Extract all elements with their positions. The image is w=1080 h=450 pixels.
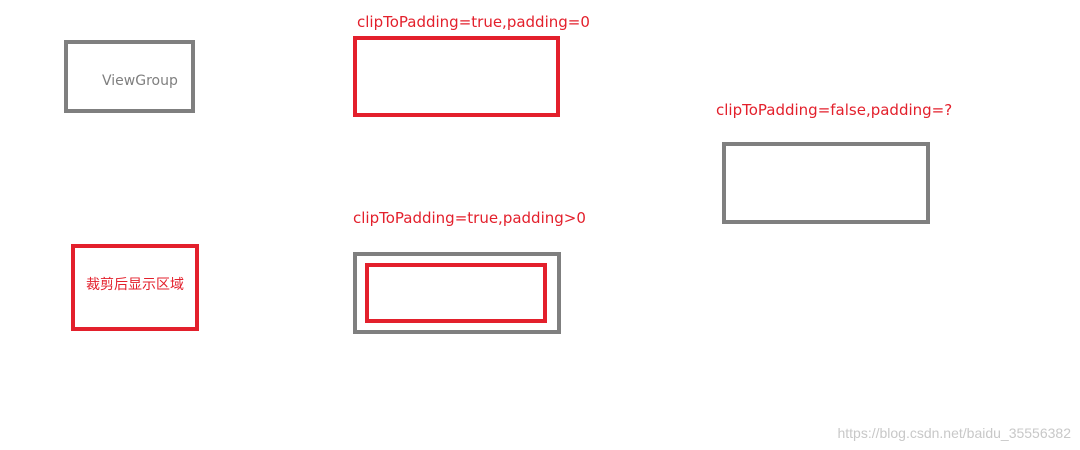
watermark: https://blog.csdn.net/baidu_35556382 xyxy=(837,425,1071,441)
clip-area-legend-label: 裁剪后显示区域 xyxy=(86,277,184,293)
false-label: clipToPadding=false,padding=? xyxy=(716,101,953,119)
true-zero-red-box xyxy=(353,36,560,117)
true-positive-label: clipToPadding=true,padding>0 xyxy=(353,209,586,227)
viewgroup-legend-box xyxy=(64,40,195,113)
clip-area-legend-box xyxy=(71,244,199,331)
true-zero-label: clipToPadding=true,padding=0 xyxy=(357,13,590,31)
true-positive-gray-box xyxy=(353,252,561,334)
true-positive-red-box xyxy=(365,263,547,323)
false-gray-box xyxy=(722,142,930,224)
viewgroup-legend-label: ViewGroup xyxy=(102,73,178,89)
